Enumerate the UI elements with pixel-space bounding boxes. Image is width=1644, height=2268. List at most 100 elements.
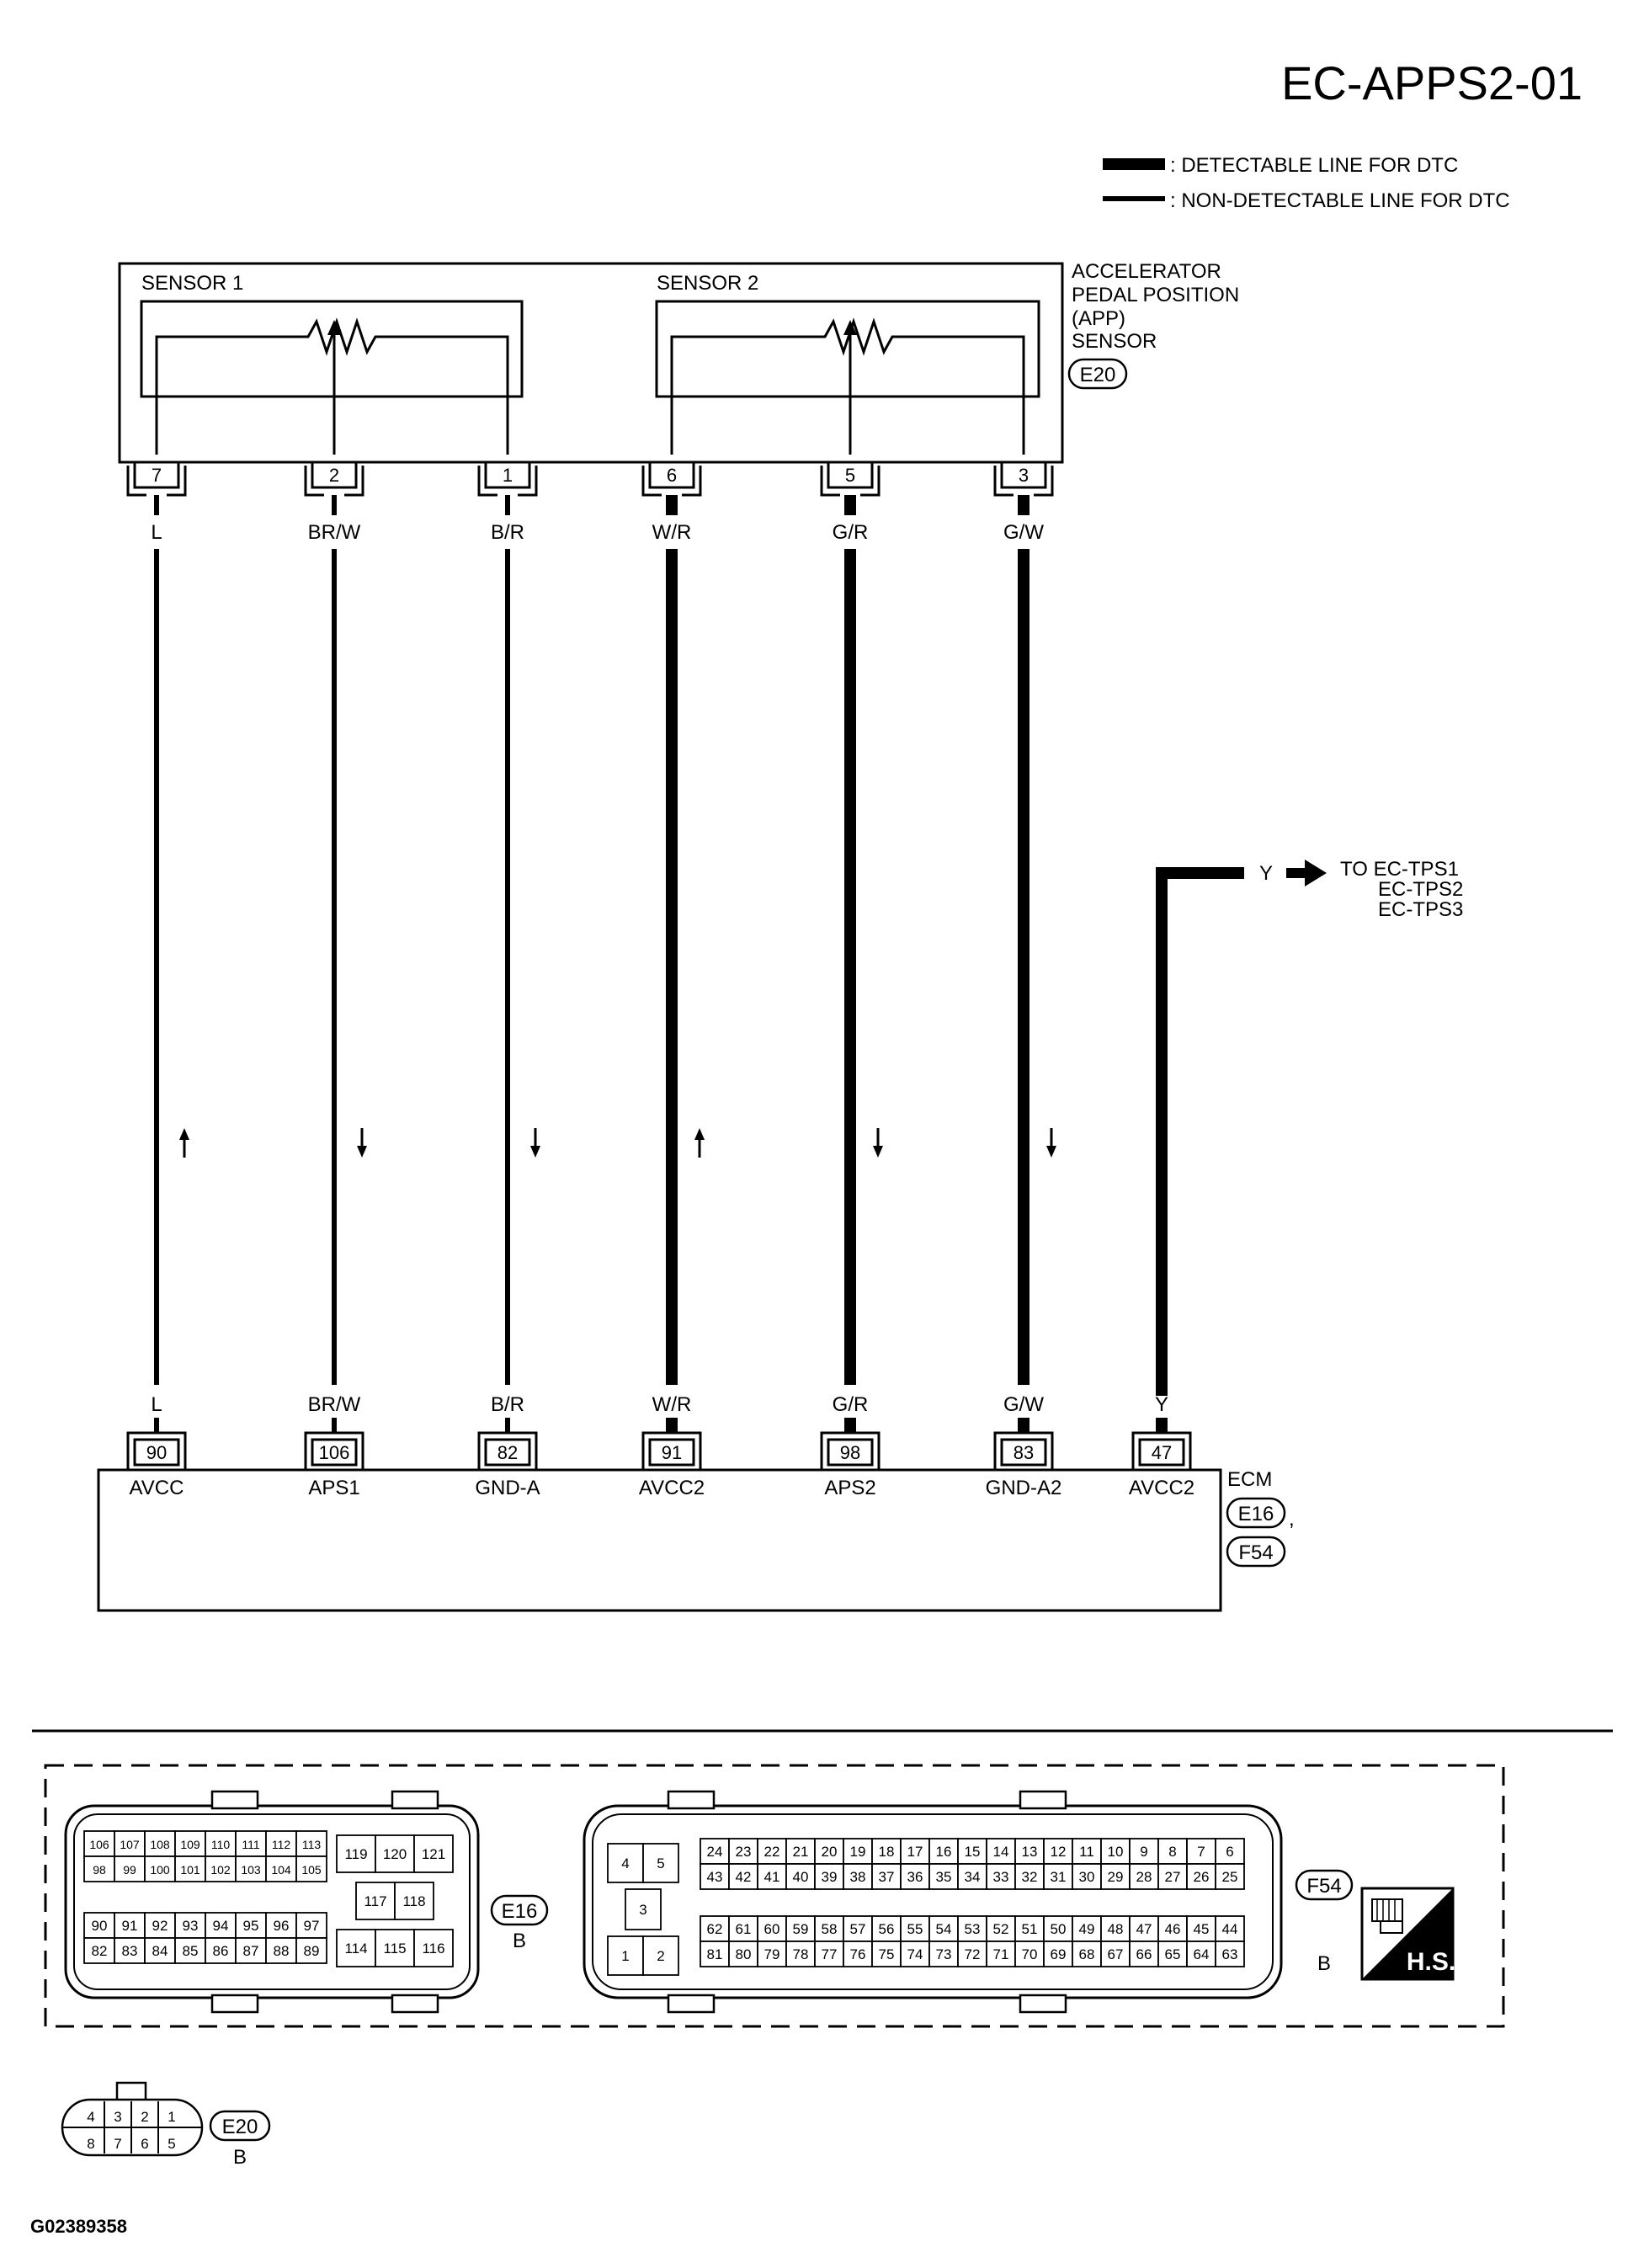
- sensor-pin-number: 2: [329, 465, 339, 486]
- terminal-number: 69: [1051, 1946, 1067, 1962]
- terminal-number: 121: [422, 1846, 445, 1862]
- sensor-name-line-3: (APP): [1072, 307, 1125, 330]
- terminal-cell: [642, 1935, 679, 1976]
- terminal-number: 78: [793, 1946, 809, 1962]
- terminal-cell: [413, 1929, 454, 1967]
- terminal-number: 4: [621, 1855, 629, 1871]
- terminal-cell: [700, 1863, 730, 1890]
- hs-badge-fill: [1362, 1888, 1453, 1979]
- terminal-number: 83: [122, 1943, 138, 1959]
- terminal-number: 63: [1222, 1946, 1238, 1962]
- terminal-number: 8: [1168, 1844, 1176, 1860]
- terminal-number: 104: [271, 1863, 291, 1877]
- terminal-number: 112: [272, 1838, 291, 1851]
- arrow-up-icon: [179, 1128, 189, 1158]
- terminal-number: 14: [993, 1844, 1009, 1860]
- terminal-number: 44: [1222, 1921, 1238, 1937]
- terminal-cell: [1072, 1941, 1102, 1967]
- terminal-number: 12: [1051, 1844, 1067, 1860]
- arrow-up-icon: [694, 1128, 705, 1158]
- terminal-number: 120: [383, 1846, 407, 1862]
- terminal-cell: [394, 1882, 434, 1920]
- terminal-number: 42: [736, 1869, 752, 1885]
- terminal-number: 85: [183, 1943, 199, 1959]
- terminal-number: 48: [1108, 1921, 1124, 1937]
- sensor-pin-bracket: [304, 466, 364, 497]
- ecm-terminal-name: GND-A2: [986, 1477, 1062, 1499]
- ecm-terminal-name: APS1: [308, 1477, 359, 1499]
- f54-outer: [583, 1804, 1283, 1999]
- terminal-number: 68: [1079, 1946, 1095, 1962]
- branch-to-line-2: EC-TPS2: [1378, 878, 1463, 901]
- sensor-pin-box: [1000, 461, 1047, 489]
- sensor-pin-box: [827, 461, 874, 489]
- terminal-number: 80: [736, 1946, 752, 1962]
- terminal-number: 2: [141, 2109, 148, 2125]
- ecm-terminal-name: GND-A: [475, 1477, 540, 1499]
- e20-key: [115, 2081, 147, 2103]
- sensor-pin-number: 7: [152, 465, 162, 486]
- terminal-number: 4: [87, 2109, 94, 2125]
- terminal-number: 53: [965, 1921, 981, 1937]
- terminal-cell: [265, 1937, 297, 1964]
- terminal-number: 3: [114, 2109, 121, 2125]
- sensor-connector-id: E20: [1080, 364, 1116, 386]
- terminal-cell: [928, 1863, 959, 1890]
- f54-latch-top-1: [667, 1790, 716, 1810]
- sensor1-wiper-arrow: [327, 320, 341, 335]
- terminal-number: 39: [822, 1869, 838, 1885]
- sensor-outer-box: [118, 262, 1064, 464]
- f54-latch-top-2: [1019, 1790, 1067, 1810]
- terminal-number: 92: [152, 1918, 168, 1934]
- terminal-cell: [174, 1912, 206, 1939]
- terminal-number: 50: [1051, 1921, 1067, 1937]
- terminal-number: 27: [1165, 1869, 1181, 1885]
- ecm-pin-box: [311, 1438, 358, 1467]
- sensor2-box: [655, 300, 1040, 398]
- sensor-pin-number: 5: [845, 465, 855, 486]
- terminal-number: 107: [120, 1838, 140, 1851]
- e20-id-badge: [209, 2110, 271, 2142]
- terminal-number: 117: [364, 1893, 386, 1909]
- sensor1-circuit: [155, 317, 509, 455]
- terminal-number: 37: [879, 1869, 895, 1885]
- sensor-pin-bracket: [820, 466, 881, 497]
- wire-color-top: B/R: [491, 521, 524, 544]
- e16-outer: [64, 1804, 480, 1999]
- terminal-cell: [1014, 1915, 1045, 1942]
- sensor-name-line-1: ACCELERATOR: [1072, 260, 1221, 283]
- terminal-number: 103: [241, 1863, 261, 1877]
- terminal-number: 13: [1022, 1844, 1038, 1860]
- terminal-number: 46: [1165, 1921, 1181, 1937]
- terminal-number: 31: [1051, 1869, 1067, 1885]
- legend-non-detectable-swatch: [1103, 196, 1165, 201]
- sensor1-box: [140, 300, 524, 398]
- branch-y-color: Y: [1259, 862, 1273, 885]
- terminal-cell: [205, 1937, 237, 1964]
- terminal-number: 115: [383, 1941, 406, 1957]
- figure-code: G02389358: [30, 2216, 127, 2237]
- terminal-cell: [757, 1838, 787, 1865]
- terminal-number: 7: [114, 2136, 121, 2152]
- arrow-down-icon: [357, 1128, 367, 1158]
- terminal-number: 16: [936, 1844, 952, 1860]
- terminal-cell: [1215, 1915, 1245, 1942]
- legend-detectable-text: : DETECTABLE LINE FOR DTC: [1170, 154, 1458, 177]
- terminal-number: 109: [180, 1838, 200, 1851]
- terminal-number: 6: [1226, 1844, 1233, 1860]
- terminal-cell: [1129, 1863, 1159, 1890]
- terminal-number: 40: [793, 1869, 809, 1885]
- terminal-number: 100: [150, 1863, 170, 1877]
- terminal-number: 43: [707, 1869, 723, 1885]
- terminal-number: 94: [213, 1918, 229, 1934]
- terminal-cell: [265, 1855, 297, 1882]
- terminal-number: 88: [274, 1943, 290, 1959]
- terminal-number: 67: [1108, 1946, 1124, 1962]
- terminal-cell: [1129, 1941, 1159, 1967]
- ecm-pin-bracket: [126, 1431, 187, 1470]
- e16-inner: [73, 1813, 471, 1990]
- e16-color-code: B: [513, 1930, 526, 1952]
- terminal-cell: [1100, 1915, 1131, 1942]
- sensor-pin-bracket: [993, 466, 1054, 497]
